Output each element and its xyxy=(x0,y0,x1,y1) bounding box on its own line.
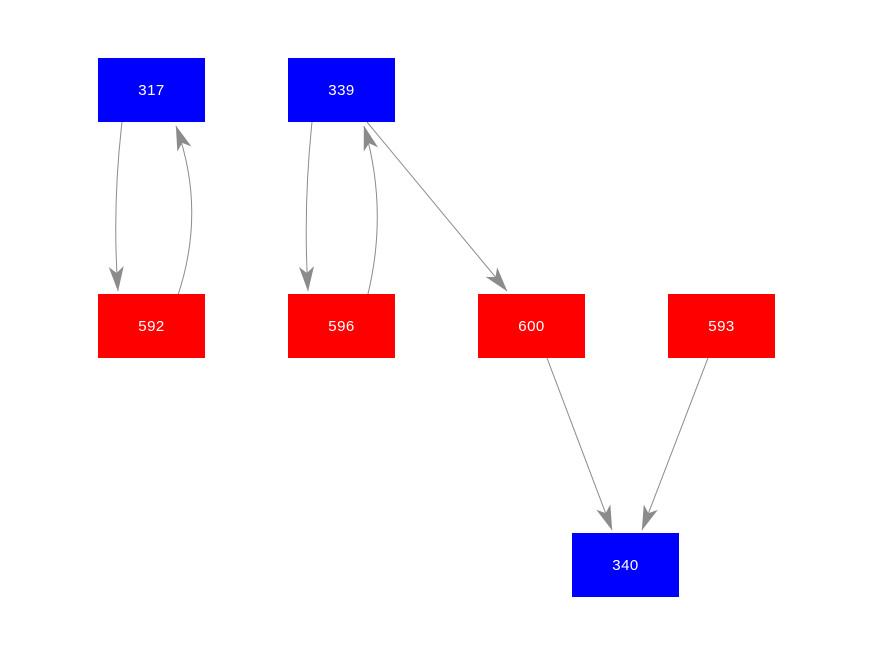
node-label: 593 xyxy=(708,317,735,335)
node-339: 339 xyxy=(288,58,395,122)
node-label: 596 xyxy=(328,317,355,335)
edge-339-600 xyxy=(366,121,508,292)
node-592: 592 xyxy=(98,294,205,358)
node-340: 340 xyxy=(572,533,679,597)
node-label: 317 xyxy=(138,81,165,99)
node-596: 596 xyxy=(288,294,395,358)
node-label: 339 xyxy=(328,81,355,99)
node-317: 317 xyxy=(98,58,205,122)
node-600: 600 xyxy=(478,294,585,358)
node-label: 592 xyxy=(138,317,165,335)
edge-596-339 xyxy=(363,125,379,299)
node-label: 340 xyxy=(612,556,639,574)
edge-317-592 xyxy=(108,121,124,292)
edge-592-317 xyxy=(175,125,193,299)
edge-600-340 xyxy=(546,357,613,531)
node-593: 593 xyxy=(668,294,775,358)
node-label: 600 xyxy=(518,317,545,335)
edge-593-340 xyxy=(641,357,709,531)
edge-339-596 xyxy=(299,121,315,292)
